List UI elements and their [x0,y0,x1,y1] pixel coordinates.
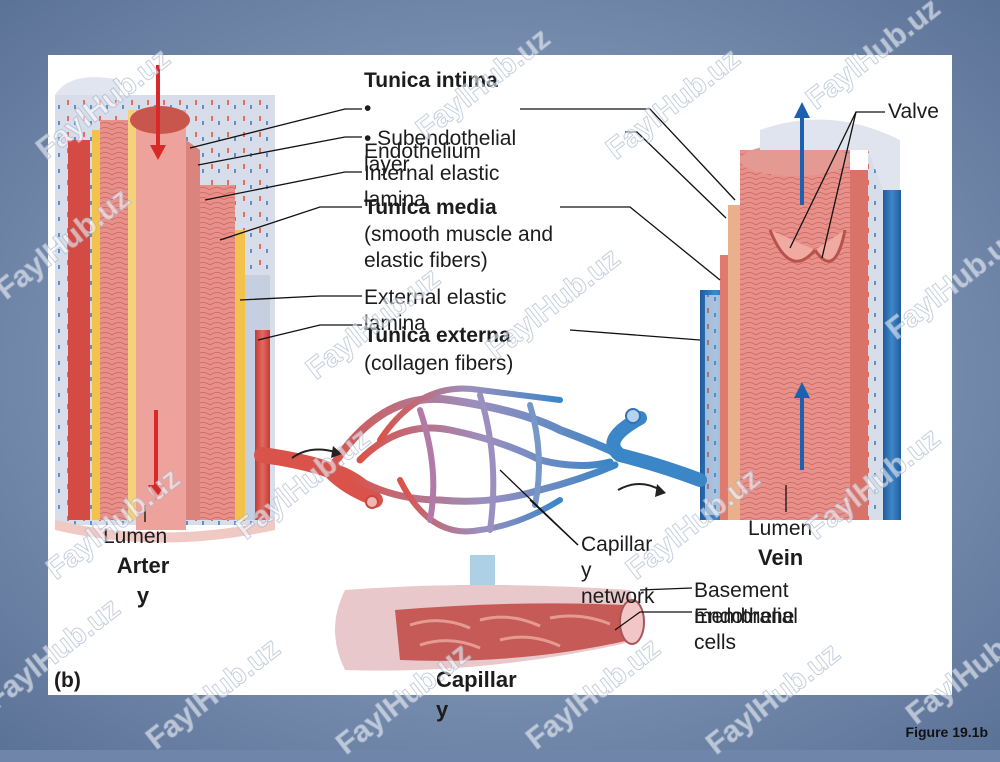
label-tunica-media: Tunica media [364,196,497,219]
leader-tunica-media-left [219,206,362,241]
capillary-strand-5 [397,477,563,535]
artery-outer-red-band [68,140,90,520]
artery-bottom-cut [55,520,275,543]
label-tunica-media-desc: (smooth muscle and elastic fibers) [364,223,554,272]
vein-lumen-top [740,144,850,176]
capillary-network-illustration [254,385,707,535]
label-capillary: Capillar y [436,667,517,722]
artery-elastic-band [92,130,100,520]
label-tunica-externa-desc: (collagen fibers) [364,352,514,375]
label-artery: Arter y [116,553,170,608]
capillary-strand-3 [346,461,619,505]
label-vein: Vein [758,545,804,570]
capillary-tube-end [619,599,645,645]
venule [606,411,707,487]
figure-reference: Figure 19.1b [905,724,988,740]
label-lumen-vein: Lumen [748,517,813,540]
label-panel-letter: (b) [54,669,81,692]
leader-lines [144,108,885,631]
artery-illustration [55,65,275,543]
artery-externa-top [55,77,120,95]
capillary-tube-inner [395,603,630,661]
capillary-strand-1 [326,394,624,474]
artery-flow-arrowhead-bottom [148,485,164,500]
vein-flow-arrowhead-bottom [794,382,810,398]
label-external-elastic-lamina: External elastic lamina [364,286,507,335]
capillary-strand-4 [377,385,563,443]
capillary-tube-illustration [335,585,645,671]
arteriole-branch [325,470,375,505]
vein-flow-arrowhead-top [794,102,810,118]
artery-step-1 [186,140,200,520]
artery-internal-elastic [128,110,136,520]
label-subendothelial-layer: • Subendothelial layer [364,127,517,176]
leader-basement [639,587,693,591]
leader-capillary-network-2 [529,499,579,546]
vein-top-cap [760,119,900,190]
artery-step-elastic [235,230,245,520]
leader-tunica-media-right [560,206,721,281]
leader-external-elastic [239,295,362,301]
label-tunica-intima: Tunica intima [364,69,498,92]
vein-lumen-wall [740,150,850,520]
capillary-strand-7 [477,392,497,533]
vein-outer-media [850,170,868,520]
label-endothelium: Endothelium [364,140,481,163]
flow-curve-right-head [655,484,666,497]
artery-step-media [200,185,235,520]
label-endothelial-cells: Endothelial cells [694,605,798,654]
artery-lumen-wall [136,110,186,530]
leader-subendothelial [197,136,362,166]
leader-tunica-externa-right [569,329,701,341]
leader-tunica-intima-right [520,108,736,201]
arteriole-cut [365,495,379,509]
artery-media-layer [100,120,128,520]
label-bullet: • [364,97,372,120]
flow-curve-left [291,448,336,459]
leader-endothelial-cells [614,611,692,631]
label-tunica-externa: Tunica externa [364,324,511,347]
label-valve: Valve [888,100,939,123]
leader-endothelium-right [625,131,727,219]
label-lumen-artery: Lumen [103,525,168,548]
vein-illustration [700,102,901,520]
leader-valve-2 [821,111,857,259]
capillary-cells [409,614,611,650]
flow-curve-left-head [331,446,342,458]
vein-outer-externa [868,150,883,520]
capillary-strand-6 [417,407,437,523]
venule-cut [625,408,641,424]
label-capillary-network: Capillar y network [581,533,655,608]
artery-flow-arrowhead-top [150,145,166,160]
label-internal-elastic-lamina: Internal elastic lamina [364,162,500,211]
label-basement-membrane: Basement membrane [694,579,795,628]
leader-internal-elastic [204,171,362,201]
vein-valve-left [768,229,817,263]
leader-endothelium [189,108,362,149]
flow-curve-right [617,483,661,491]
leader-tunica-externa-left [257,324,362,341]
vein-outer-blue [883,190,901,520]
artery-step-red [255,330,270,520]
capillary-strand-8 [527,402,542,508]
